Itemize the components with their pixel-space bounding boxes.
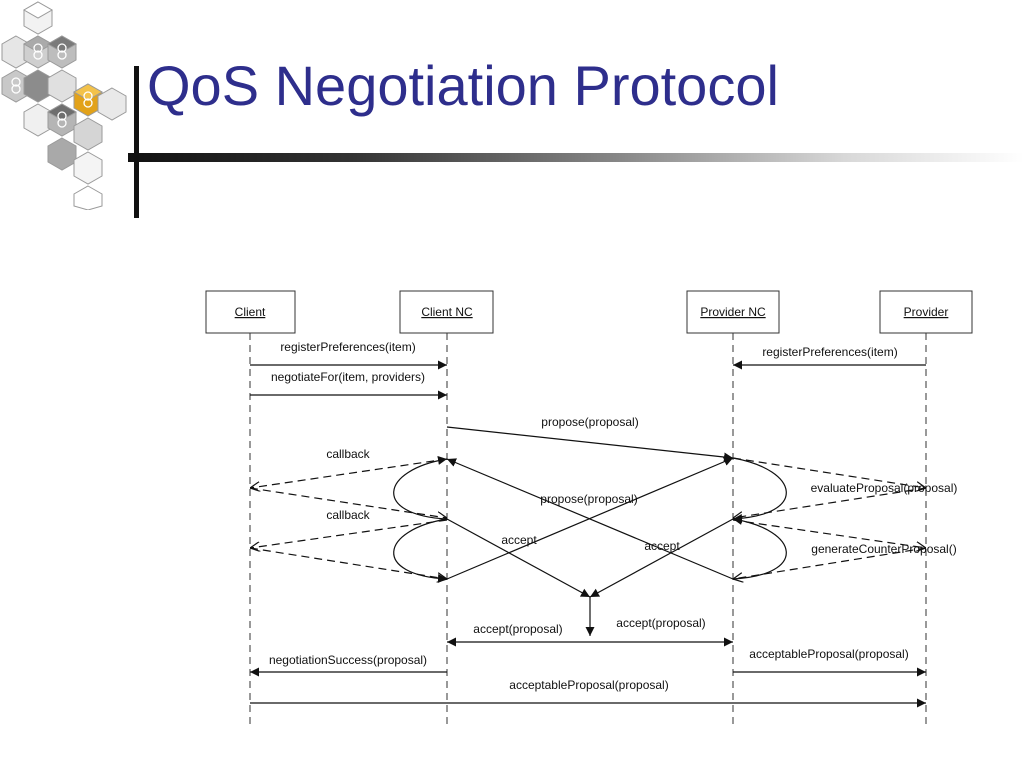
label-negotiate-for: negotiateFor(item, providers)	[271, 370, 425, 384]
title-rule	[128, 153, 1024, 162]
participant-provider: Provider	[879, 290, 973, 334]
msg-callback-2a	[250, 519, 448, 548]
loop-client-nc-2	[393, 518, 448, 584]
msg-callback-1b	[249, 487, 447, 518]
msg-counter-propose	[446, 457, 734, 580]
label-register-provider: registerPreferences(item)	[762, 345, 897, 359]
label-callback-2: callback	[326, 508, 370, 522]
label-counter-proposal: generateCounterProposal()	[811, 542, 956, 556]
participant-provider-nc-label: Provider NC	[700, 305, 766, 319]
participant-provider-label: Provider	[904, 305, 949, 319]
label-negotiation-success: negotiationSuccess(proposal)	[269, 653, 427, 667]
participant-client-nc: Client NC	[399, 290, 494, 334]
label-accept-right: accept	[644, 539, 680, 553]
label-register-client: registerPreferences(item)	[280, 340, 415, 354]
label-propose-1: propose(proposal)	[541, 415, 638, 429]
participant-client: Client	[205, 290, 296, 334]
msg-callback-1a	[250, 458, 448, 488]
loop-provider-nc-2	[732, 516, 787, 580]
label-acceptable-provider: acceptableProposal(proposal)	[749, 647, 908, 661]
participant-client-label: Client	[235, 305, 266, 319]
participant-provider-nc: Provider NC	[686, 290, 780, 334]
label-accept-left: accept	[501, 533, 537, 547]
msg-evaluate-a	[732, 457, 926, 488]
label-propose-2: propose(proposal)	[540, 492, 637, 506]
msg-accept-left	[446, 518, 591, 598]
msg-accept-right	[589, 518, 734, 598]
label-evaluate: evaluateProposal(proposal)	[811, 481, 958, 495]
slide-title: QoS Negotiation Protocol	[147, 54, 779, 117]
label-accept-proposal-right: accept(proposal)	[616, 616, 705, 630]
loop-client-nc-1	[393, 456, 448, 520]
label-accept-proposal-left: accept(proposal)	[473, 622, 562, 636]
label-acceptable-client: acceptableProposal(proposal)	[509, 678, 668, 692]
msg-callback-2b	[249, 547, 447, 579]
msg-counter-a	[732, 519, 926, 548]
title-vertical-bar	[134, 66, 139, 218]
participant-client-nc-label: Client NC	[421, 305, 473, 319]
msg-propose-1	[446, 426, 734, 462]
hexagon-cubes-logo	[1, 1, 127, 210]
loop-provider-nc-1	[732, 457, 787, 524]
label-callback-1: callback	[326, 447, 370, 461]
